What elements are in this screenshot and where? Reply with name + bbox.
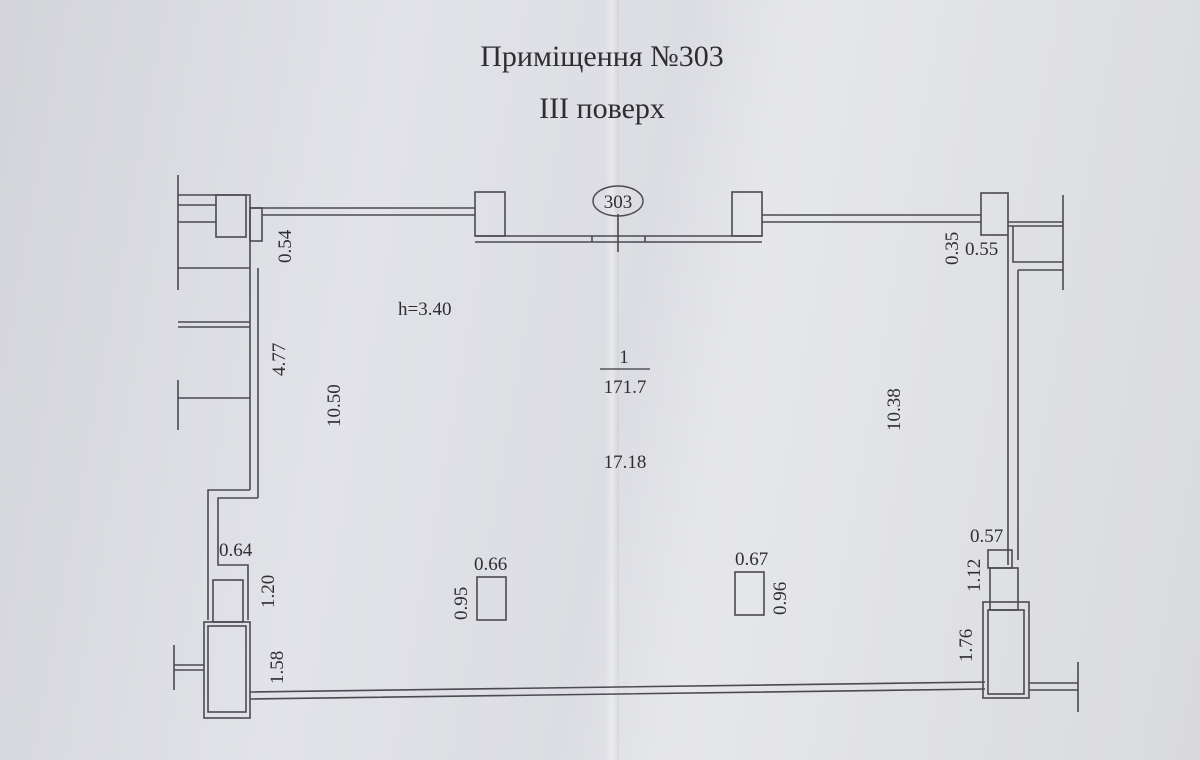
dim-left-niche-depth: 1.20 xyxy=(258,575,279,608)
dim-column2-depth: 0.96 xyxy=(770,582,791,615)
dim-left-column: 1.58 xyxy=(267,651,288,684)
dim-left-niche-width: 0.64 xyxy=(219,540,253,561)
walls xyxy=(173,175,1079,719)
dim-length: 17.18 xyxy=(604,452,647,473)
dim-top-right-a: 0.35 xyxy=(942,232,963,265)
paper-fold xyxy=(605,0,619,760)
plan-title: Приміщення №303 xyxy=(480,40,724,73)
dim-column1-width: 0.66 xyxy=(474,554,507,575)
dim-column1-depth: 0.95 xyxy=(451,587,472,620)
ceiling-height: h=3.40 xyxy=(398,299,451,320)
column-2 xyxy=(734,571,765,616)
room-number: 303 xyxy=(604,192,633,213)
dim-right-height: 10.38 xyxy=(884,388,905,431)
dim-column2-width: 0.67 xyxy=(735,549,768,570)
dim-left-height: 10.50 xyxy=(324,384,345,427)
column-1 xyxy=(476,576,507,621)
dim-right-niche-depth: 1.12 xyxy=(964,559,985,592)
dim-left-wall-segment: 4.77 xyxy=(269,343,290,376)
dim-top-right-b: 0.55 xyxy=(965,239,998,260)
room-index: 1 xyxy=(619,347,629,368)
floor-label: III поверх xyxy=(539,92,665,125)
dim-right-column: 1.76 xyxy=(956,629,977,662)
dim-right-niche-width: 0.57 xyxy=(970,526,1003,547)
room-number-marker xyxy=(592,185,644,217)
room-area: 171.7 xyxy=(604,377,647,398)
dim-top-left-pier: 0.54 xyxy=(275,229,296,263)
